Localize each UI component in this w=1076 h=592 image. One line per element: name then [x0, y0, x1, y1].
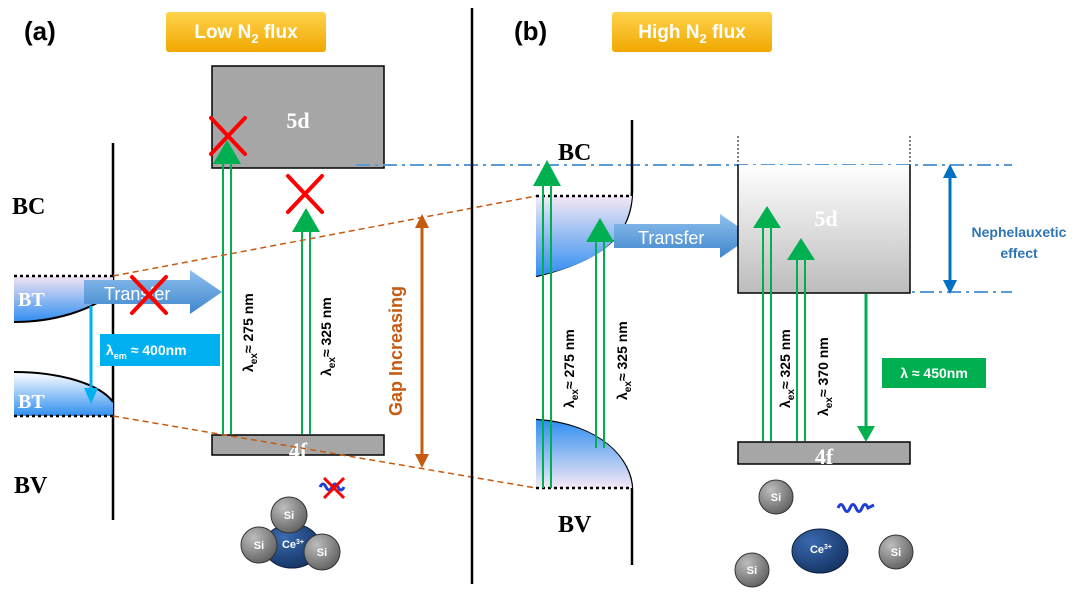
si-label-b2: Si — [747, 565, 757, 577]
si-atom-b3 — [878, 534, 914, 570]
excitation-label-a1: λex≈ 275 nm — [240, 293, 260, 372]
conduction-band-label-b: BC — [558, 140, 591, 166]
ce-4f-label-b: 4f — [815, 444, 834, 469]
si-atom-a1 — [270, 496, 308, 534]
excitation-arrow-a1 — [213, 140, 241, 434]
photon-icon-blocked — [318, 476, 346, 500]
excitation-arrow-b2 — [586, 218, 614, 448]
ce-4f-bar-a: 4f — [211, 434, 385, 463]
flux-label-b: High N2 flux — [638, 22, 746, 46]
excitation-label-b2: λex≈ 325 nm — [614, 321, 634, 400]
cross-5d-a2 — [286, 174, 324, 214]
si-label-a2: Si — [254, 540, 264, 552]
si-label-a3: Si — [317, 547, 327, 559]
si-atom-a2 — [240, 526, 278, 564]
ce-5d-label-a: 5d — [286, 108, 309, 133]
valence-band-label-a: BV — [14, 473, 48, 499]
photon-icon — [836, 503, 875, 513]
guide-line-upper — [112, 195, 537, 277]
si-atom-a3 — [303, 533, 341, 571]
valence-band-label-b: BV — [558, 512, 592, 538]
emission-arrow-b-head — [857, 426, 875, 442]
trap-label-upper-a: BT — [18, 289, 45, 311]
ce-ion-b — [791, 528, 849, 574]
cross-transfer-a — [130, 275, 168, 315]
ce-4f-label-a: 4f — [289, 438, 308, 463]
si-label-b1: Si — [771, 492, 781, 504]
flux-badge-b: High N2 flux — [612, 12, 772, 52]
ce-label-b: Ce3+ — [810, 544, 832, 556]
conduction-band-label-a: BC — [12, 194, 45, 220]
emission-arrow-a-head — [84, 388, 98, 404]
transfer-arrow-b: Transfer — [614, 214, 752, 258]
ce-5d-box-b: 5d — [737, 136, 911, 294]
excitation-arrow-b3 — [753, 206, 781, 441]
excitation-label-a2: λex≈ 325 nm — [318, 297, 338, 376]
panel-a-label: (a) — [24, 16, 56, 46]
excitation-arrow-a2 — [292, 208, 320, 434]
si-atom-b2 — [734, 552, 770, 588]
si-label-a1: Si — [284, 510, 294, 522]
excitation-arrow-b1 — [533, 160, 561, 488]
ce-5d-label-b: 5d — [814, 206, 837, 231]
emission-label-a: λem ≈ 400nm — [106, 342, 187, 361]
ce-4f-bar-b: 4f — [737, 441, 911, 469]
ce-5d-box-a: 5d — [211, 65, 385, 169]
si-label-b3: Si — [891, 547, 901, 559]
si-atom-b1 — [758, 479, 794, 515]
excitation-label-b4: λex≈ 370 nm — [815, 337, 835, 416]
band-lower-b — [536, 420, 632, 490]
atom-cluster-a: Si Si Si Ce3+ — [240, 496, 341, 571]
guide-line-lower — [112, 415, 537, 489]
emission-label-b: λ ≈ 450nm — [900, 365, 968, 381]
flux-badge-a: Low N2 flux — [166, 12, 326, 52]
emission-badge-a: λem ≈ 400nm — [100, 334, 220, 366]
transfer-label-b: Transfer — [638, 228, 704, 248]
nephelauxetic-label-line1: Nephelauxetic — [972, 224, 1067, 240]
atom-cluster-b: Si Si Si Ce3+ — [734, 479, 914, 588]
transfer-label-a: Transfer — [104, 284, 170, 304]
excitation-arrow-b4 — [787, 238, 815, 441]
gap-label: Gap Increasing — [386, 286, 406, 416]
band-upper-b — [536, 194, 632, 276]
emission-badge-b: λ ≈ 450nm — [882, 358, 986, 388]
gap-arrow — [415, 214, 429, 468]
cross-5d-a1 — [209, 116, 247, 156]
excitation-label-b1: λex≈ 275 nm — [561, 329, 581, 408]
trap-lower-a — [13, 371, 114, 418]
flux-label-a: Low N2 flux — [194, 22, 298, 46]
trap-label-lower-a: BT — [18, 391, 45, 413]
excitation-label-b3: λex≈ 325 nm — [777, 329, 797, 408]
ce-label-a: Ce3+ — [282, 539, 304, 551]
panel-b-label: (b) — [514, 16, 547, 46]
nephelauxetic-arrow — [943, 164, 957, 294]
nephelauxetic-label-line2: effect — [1000, 245, 1038, 261]
